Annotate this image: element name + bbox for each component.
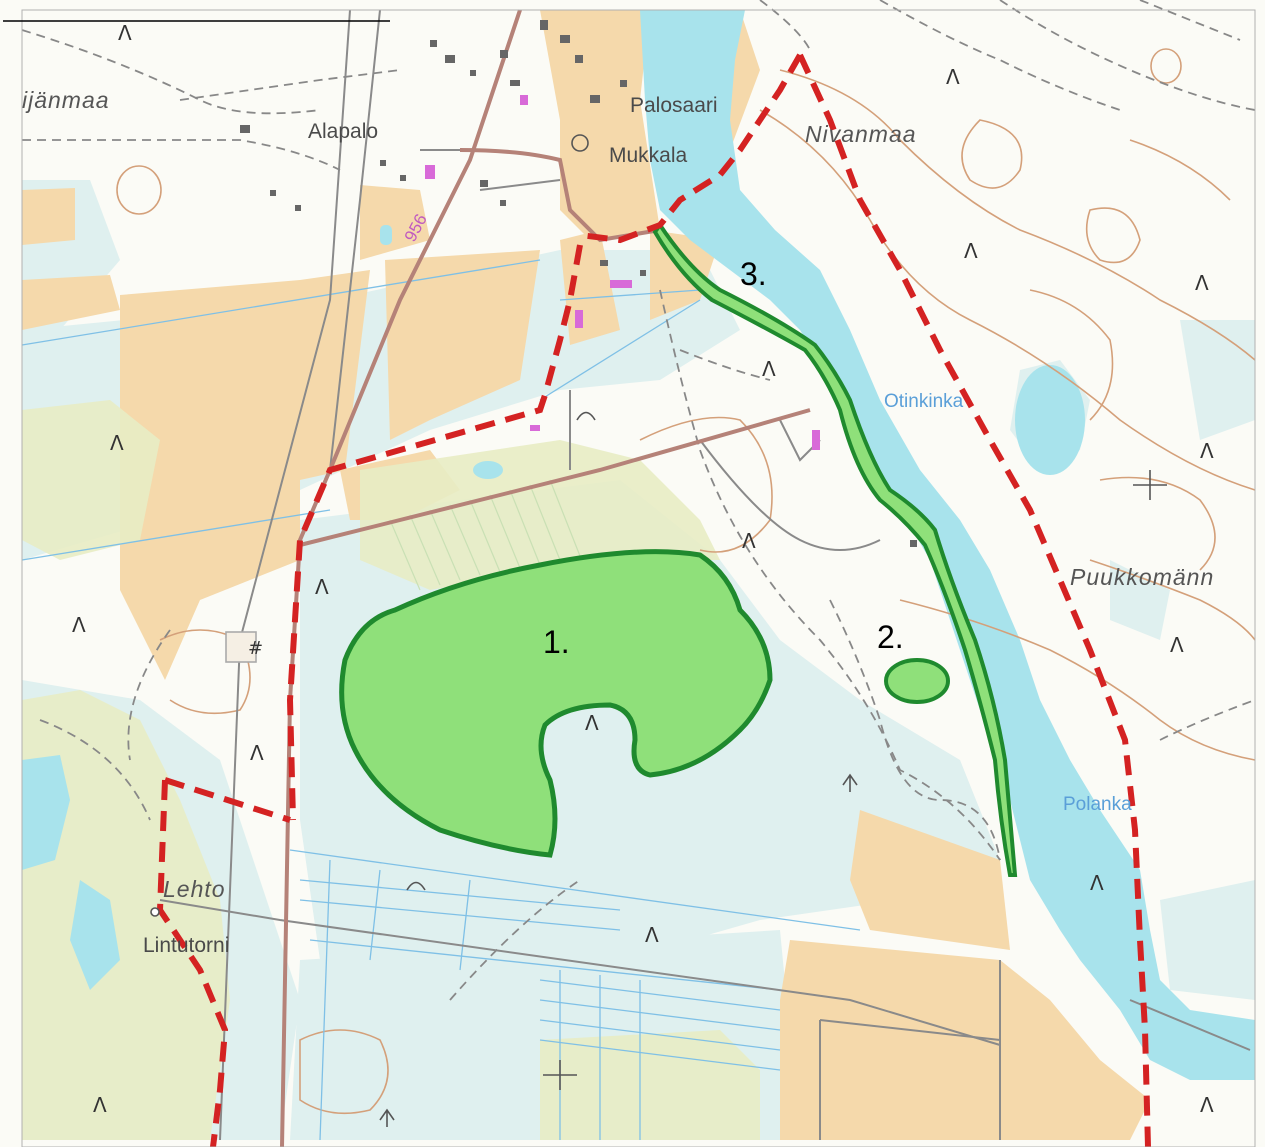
grid-symbol: #	[248, 638, 263, 659]
water-label-otinkinka: Otinkinka	[884, 391, 964, 412]
tree-symbol: Λ	[93, 1093, 107, 1117]
tree-symbol: Λ	[1170, 633, 1184, 657]
buildings	[240, 20, 917, 547]
place-label-lintutorni: Lintutorni	[143, 934, 229, 957]
place-label-palosaari: Palosaari	[630, 94, 718, 117]
tree-symbol: Λ	[585, 711, 599, 735]
tree-symbol: Λ	[1200, 439, 1214, 463]
tree-symbol: Λ	[110, 431, 124, 455]
place-label-alapalo: Alapalo	[308, 120, 378, 143]
forest-symbols: Λ Λ Λ Λ Λ Λ Λ Λ Λ Λ Λ Λ Λ Λ Λ Λ Λ	[72, 21, 1214, 1117]
protected-area-3[interactable]	[652, 221, 1018, 877]
tree-symbol: Λ	[742, 529, 756, 553]
misc-symbols	[150, 134, 1167, 1127]
tree-symbol: Λ	[250, 741, 264, 765]
protected-area-2[interactable]	[884, 658, 950, 704]
ponds	[22, 225, 1085, 990]
tree-symbol: Λ	[946, 65, 960, 89]
tree-symbol: Λ	[964, 239, 978, 263]
place-label-mukkala: Mukkala	[609, 144, 688, 167]
survey-boundary	[156, 53, 1151, 1147]
river	[640, 10, 1255, 1080]
tree-symbol: Λ	[1200, 1093, 1214, 1117]
tree-symbol: Λ	[1195, 271, 1209, 295]
tree-symbol: Λ	[1090, 871, 1104, 895]
place-label-puukkomann: Puukkomänn	[1070, 564, 1214, 590]
drainage-lines	[389, 479, 581, 591]
protected-area-1[interactable]	[339, 549, 773, 858]
place-label-nivanmaa: Nivanmaa	[805, 121, 917, 147]
tree-symbol: Λ	[72, 613, 86, 637]
place-label-ijanmaa: ijänmaa	[22, 87, 110, 113]
contour-lines	[116, 48, 1256, 1115]
water-label-polanka: Polanka	[1063, 794, 1132, 815]
area-label-1: 1.	[543, 624, 570, 660]
area-label-2: 2.	[877, 619, 904, 655]
footpaths	[21, 0, 1256, 1001]
minor-roads	[159, 9, 1251, 1141]
public-buildings	[425, 95, 820, 450]
tree-symbol: Λ	[315, 575, 329, 599]
place-label-lehto: Lehto	[163, 876, 226, 902]
map-frame	[21, 9, 1256, 1147]
area-label-3: 3.	[740, 256, 767, 292]
tree-symbol: Λ	[762, 357, 776, 381]
tree-symbol: Λ	[118, 21, 132, 45]
tree-symbol: Λ	[645, 923, 659, 947]
ditches	[21, 259, 861, 1141]
